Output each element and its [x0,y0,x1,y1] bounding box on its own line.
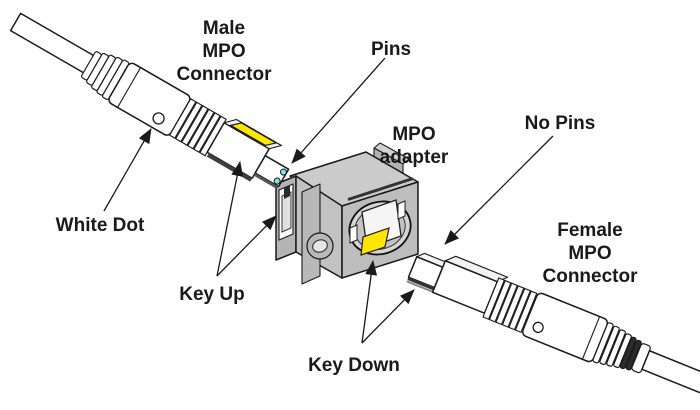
mpo-adapter-illustration [275,142,419,285]
guide-pin-bottom [273,177,281,185]
key-up-arrow-male [216,161,244,277]
female-white-dot [532,321,544,333]
no-pins-arrow [444,135,554,245]
adapter-left-keyway [284,185,290,199]
key-down-arrow-female [361,289,415,344]
white-dot-marker [152,112,165,125]
female-connector-label: Female MPO Connector [543,220,639,287]
key-down-arrow-adapter [361,260,378,344]
guide-pins [273,168,287,185]
pins-label: Pins [371,39,411,60]
female-connector-label-line3: Connector [543,266,639,287]
female-boot-ribs [592,322,651,374]
mpo-adapter-label-line1: MPO [392,124,435,145]
mpo-adapter-label-line2: adapter [380,147,449,168]
pins-arrow [291,57,386,164]
female-cable [641,350,700,395]
white-dot-label: White Dot [56,215,145,236]
callout-arrows [103,57,554,344]
no-pins-label: No Pins [525,113,596,134]
female-connector-label-line1: Female [557,220,622,241]
male-cable [9,12,96,75]
adapter-latch-left [349,224,358,244]
adapter-top-slot [347,177,414,201]
female-ferrule-stripe-dark [407,277,435,291]
male-boot-ribs [80,51,130,100]
male-mid-ribs [168,98,227,157]
male-key-up [229,122,278,147]
female-boot-seam [581,316,601,360]
male-connector-label-line3: Connector [177,64,273,85]
adapter-flange [301,183,321,285]
male-connector-label: Male MPO Connector [177,18,273,85]
adapter-left-port-inner [281,191,292,233]
key-down-label: Key Down [308,355,400,376]
male-boot-seam [117,67,142,108]
female-ferrule-stripe-gray [406,280,434,293]
female-mpo-connector-illustration [406,252,700,395]
male-ferrule-shadow [253,173,279,190]
white-dot-arrow [103,128,152,212]
male-connector-label-line1: Male [203,18,245,39]
adapter-mount-hole [312,239,328,253]
key-up-arrow-adapter [216,215,277,277]
female-mid-ribs [482,277,538,334]
adapter-key-down [360,227,390,256]
male-mpo-connector-illustration [9,12,290,190]
key-up-label: Key Up [179,284,244,305]
female-connector-label-line2: MPO [568,243,611,264]
mpo-adapter-label: MPO adapter [380,124,449,168]
adapter-latch-right [397,200,406,220]
male-connector-label-line2: MPO [202,41,245,62]
guide-pin-top [279,168,287,176]
